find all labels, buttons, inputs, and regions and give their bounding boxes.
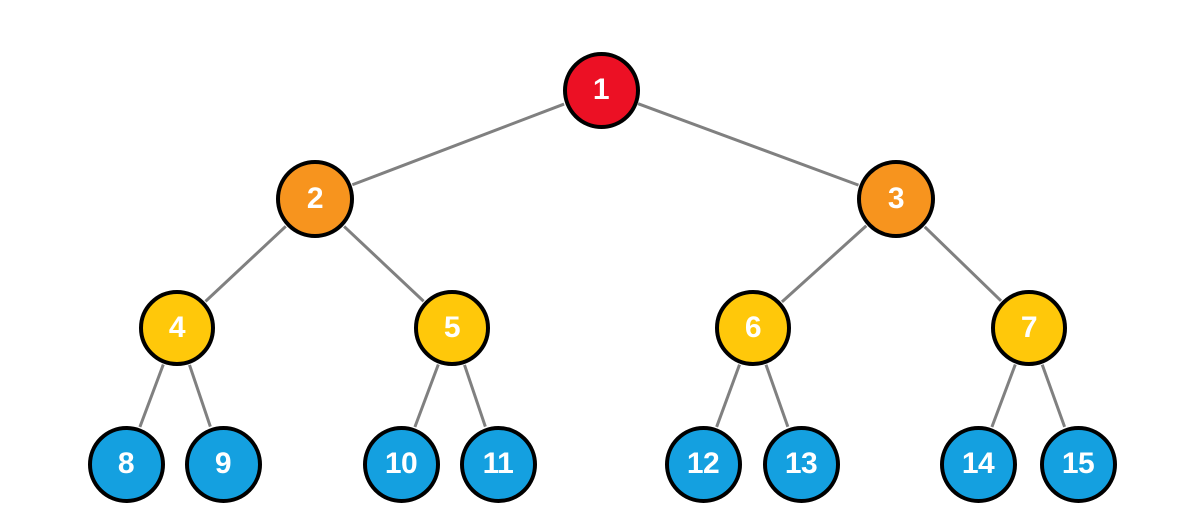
tree-node-1[interactable]: 1 <box>562 51 640 129</box>
tree-edge <box>343 225 425 303</box>
tree-node-label: 2 <box>306 182 324 215</box>
tree-node-label: 4 <box>168 311 186 344</box>
tree-node-label: 14 <box>961 447 995 480</box>
tree-node-label: 6 <box>744 311 762 344</box>
tree-node-label: 3 <box>887 182 905 215</box>
tree-node-2[interactable]: 2 <box>276 160 354 238</box>
tree-node-8[interactable]: 8 <box>87 425 165 503</box>
tree-node-4[interactable]: 4 <box>139 290 215 366</box>
tree-node-label: 7 <box>1020 311 1038 344</box>
tree-edge <box>923 225 1003 302</box>
tree-edge <box>204 225 287 303</box>
tree-node-14[interactable]: 14 <box>939 425 1017 503</box>
tree-node-label: 11 <box>482 447 514 480</box>
tree-node-10[interactable]: 10 <box>362 425 440 503</box>
tree-node-5[interactable]: 5 <box>414 290 490 366</box>
tree-edge <box>990 363 1017 428</box>
tree-node-label: 1 <box>592 73 610 106</box>
tree-edge <box>188 364 212 428</box>
tree-edge <box>1040 364 1067 428</box>
tree-node-label: 8 <box>117 447 135 480</box>
tree-node-13[interactable]: 13 <box>762 425 840 503</box>
tree-node-label: 9 <box>214 447 232 480</box>
tree-edge <box>780 224 868 303</box>
tree-node-9[interactable]: 9 <box>184 425 262 503</box>
tree-node-label: 12 <box>686 447 720 480</box>
tree-node-label: 13 <box>784 447 818 480</box>
tree-node-label: 5 <box>443 311 461 344</box>
tree-node-label: 15 <box>1061 447 1095 480</box>
tree-node-7[interactable]: 7 <box>991 290 1067 366</box>
tree-node-15[interactable]: 15 <box>1039 425 1117 503</box>
tree-edge <box>715 364 741 428</box>
tree-edge <box>413 363 440 428</box>
tree-edge <box>637 102 859 187</box>
tree-edge <box>463 364 487 428</box>
tree-node-12[interactable]: 12 <box>664 425 742 503</box>
tree-edge <box>138 363 165 428</box>
tree-node-3[interactable]: 3 <box>857 160 935 238</box>
tree-node-11[interactable]: 11 <box>459 425 537 503</box>
tree-node-label: 10 <box>384 447 418 480</box>
tree-edge <box>351 102 565 187</box>
tree-node-6[interactable]: 6 <box>715 290 791 366</box>
tree-edge <box>764 364 790 428</box>
